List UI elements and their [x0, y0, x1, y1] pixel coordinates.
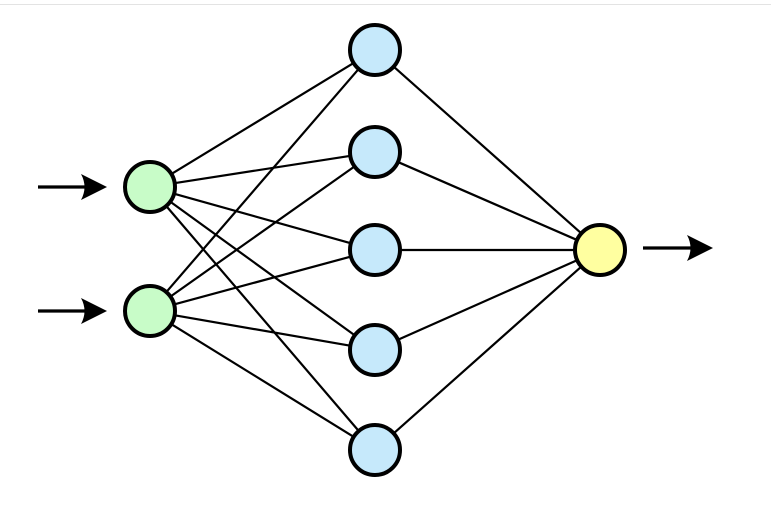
edge-i1-h2 — [171, 154, 354, 185]
page-top-rule — [0, 4, 771, 5]
hidden-node-2[interactable] — [348, 125, 402, 179]
io-arrows-group — [38, 174, 713, 324]
edge-i1-h1 — [168, 60, 357, 177]
output-arrow-1-head — [687, 235, 713, 261]
hidden-node-1[interactable] — [348, 23, 402, 77]
input-arrow-2 — [38, 298, 107, 324]
hidden-node-5[interactable] — [348, 423, 402, 477]
hidden-node-4[interactable] — [348, 323, 402, 377]
nodes-group — [123, 23, 627, 477]
edge-h2-o1 — [394, 160, 581, 242]
edge-i2-h3 — [171, 254, 354, 307]
input-node-1[interactable] — [123, 160, 177, 214]
edge-h5-o1 — [391, 264, 584, 436]
edge-i2-h4 — [171, 313, 354, 348]
input-arrow-2-head — [81, 298, 107, 324]
edge-i1-h3 — [171, 192, 354, 245]
edge-i1-h4 — [167, 199, 358, 338]
output-arrow-1 — [643, 235, 713, 261]
input-arrow-1 — [38, 174, 107, 200]
hidden-node-3[interactable] — [348, 223, 402, 277]
edge-i1-h5 — [163, 203, 362, 434]
edge-i2-h1 — [163, 66, 362, 295]
input-node-2[interactable] — [123, 284, 177, 338]
input-arrow-1-head — [81, 174, 107, 200]
edges-group — [163, 60, 584, 440]
edge-i2-h5 — [168, 321, 357, 440]
edge-h1-o1 — [391, 64, 584, 236]
edge-i2-h2 — [167, 164, 358, 299]
edge-h4-o1 — [394, 258, 581, 342]
output-node-1[interactable] — [573, 223, 627, 277]
